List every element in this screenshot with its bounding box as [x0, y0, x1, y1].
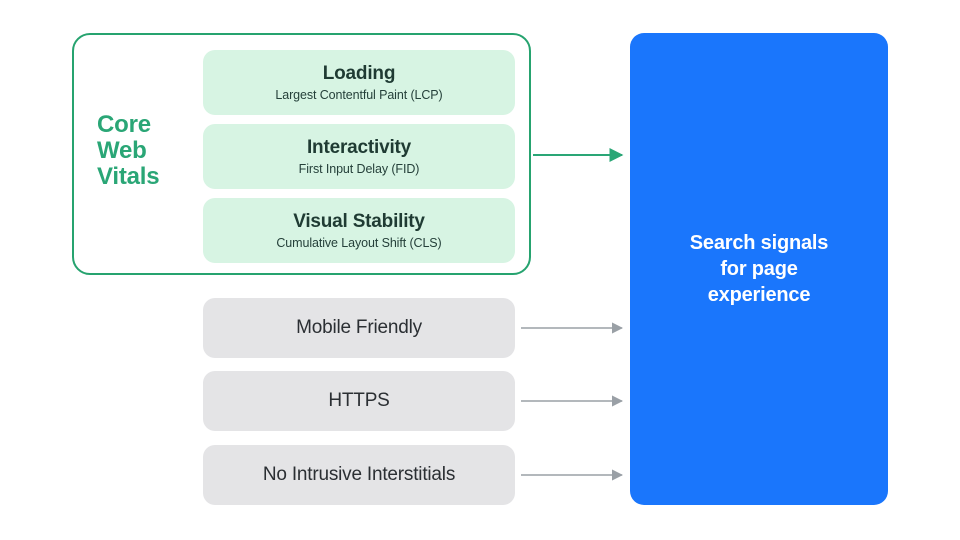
core-web-vitals-label-line-1: Core — [97, 111, 151, 138]
metric-subtitle: First Input Delay (FID) — [298, 161, 420, 176]
search-signals-line-1: Search signals — [689, 232, 829, 254]
signal-card-mobile-friendly[interactable]: Mobile Friendly — [203, 298, 515, 358]
metric-card-loading[interactable]: Loading Largest Contentful Paint (LCP) — [203, 50, 515, 115]
search-signals-text: Search signals for page experience — [689, 230, 829, 308]
signal-card-https[interactable]: HTTPS — [203, 371, 515, 431]
metric-card-visual-stability[interactable]: Visual Stability Cumulative Layout Shift… — [203, 198, 515, 263]
metric-title: Interactivity — [306, 136, 412, 158]
signal-title: HTTPS — [328, 390, 390, 411]
search-signals-line-3: experience — [707, 284, 811, 306]
core-web-vitals-label-line-2: Web — [97, 137, 147, 164]
search-signals-box[interactable]: Search signals for page experience — [630, 33, 888, 505]
metric-card-interactivity[interactable]: Interactivity First Input Delay (FID) — [203, 124, 515, 189]
search-signals-line-2: for page — [720, 258, 798, 280]
metric-subtitle: Largest Contentful Paint (LCP) — [275, 87, 443, 102]
signal-title: No Intrusive Interstitials — [262, 464, 456, 485]
metric-title: Visual Stability — [293, 210, 425, 232]
signal-title: Mobile Friendly — [296, 317, 422, 338]
core-web-vitals-label-line-3: Vitals — [97, 163, 160, 190]
metric-title: Loading — [322, 62, 396, 84]
signal-card-no-intrusive-interstitials[interactable]: No Intrusive Interstitials — [203, 445, 515, 505]
core-web-vitals-label: Core Web Vitals — [97, 112, 197, 190]
metric-subtitle: Cumulative Layout Shift (CLS) — [276, 235, 442, 250]
